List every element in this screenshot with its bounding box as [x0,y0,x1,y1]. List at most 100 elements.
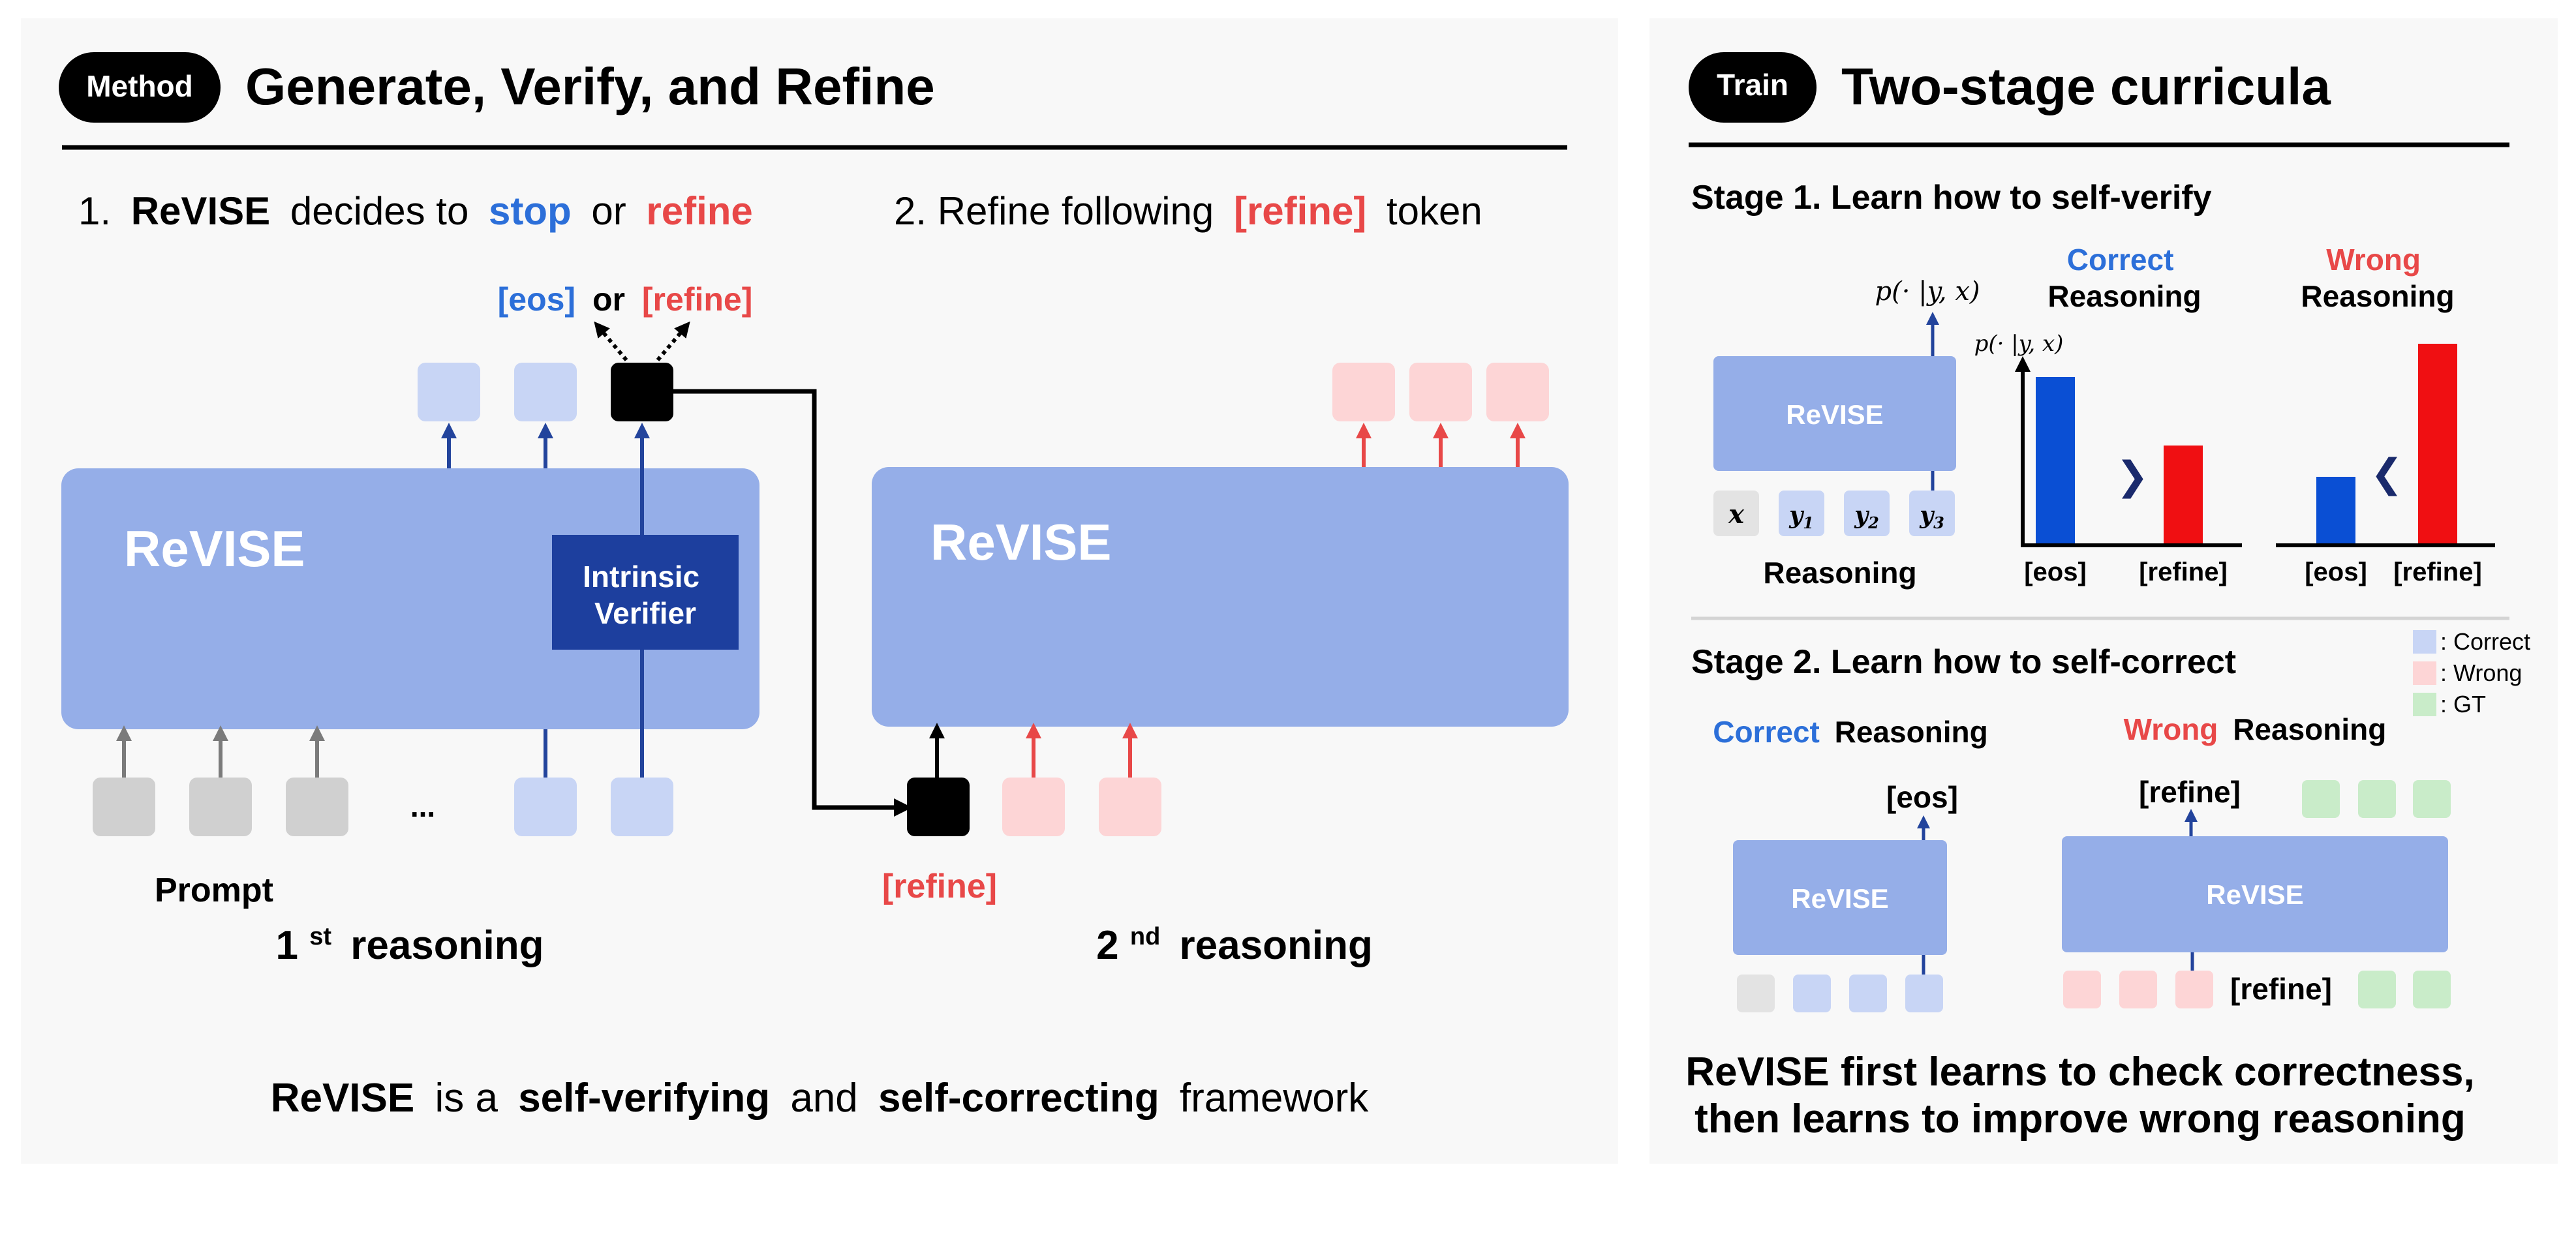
wrong-bar-refine [2418,344,2457,543]
stage2-gt-token-bottom-1 [2358,971,2396,1008]
stage2-wrong-token-3 [2175,971,2213,1008]
intrinsic-verifier-box [552,535,739,650]
wrong-tick-label-eos: [eos] [2305,558,2367,586]
stage2-wrong-token-2 [2119,971,2157,1008]
legend-swatch-2 [2413,693,2436,716]
first-reasoning-num: 1 [275,923,298,968]
stage2-correct-colored: Correct [1713,715,1820,749]
stage1-heading: Stage 1. Learn how to self-verify [1691,179,2212,217]
stage2-token-gray [1737,975,1775,1012]
refine-token-label: [refine] [882,868,997,905]
stage2-refine-mid-label: [refine] [2230,972,2332,1006]
stage1-bars: [eos][refine][eos][refine] [2024,344,2482,586]
reasoning-token-1 [514,778,577,836]
wrong-comparison-glyph: ❮ [2370,451,2403,496]
legend-swatch-0 [2413,630,2436,654]
stage2-wrong-title: Wrong Reasoning [2124,712,2387,746]
second-reasoning-num: 2 [1096,923,1118,968]
stage2-refine-top-label: [refine] [2139,775,2241,809]
decision-token [611,363,673,421]
stage1-token-y1 [1779,491,1824,536]
caption-framework: framework [1180,1076,1369,1121]
correct-chart-title-colored: Correct [2067,243,2174,277]
second-reasoning-sup: nd [1130,923,1160,950]
correct-chart-title-rest: Reasoning [2047,279,2201,313]
stage1-revise-box [1713,356,1956,471]
verifier-line1: Intrinsic [583,560,699,594]
train-caption-line1: ReVISE first learns to check correctness… [1685,1050,2475,1095]
ellipsis: ... [410,789,435,823]
method-badge [59,52,221,123]
method-badge-label: Method [86,69,193,103]
stage1-token-y2 [1844,491,1890,536]
revise-model-label-1: ReVISE [124,520,305,577]
second-reasoning-token-2 [1099,778,1161,836]
refine-output-token-2 [1409,363,1472,421]
choice-or: or [592,281,625,318]
step1-number: 1. [78,189,111,233]
chart-ylabel: p(· |y, x) [1974,331,2064,357]
stage2-correct-rest: Reasoning [1835,715,1988,749]
eos-or-refine-label: [eos] or [refine] [498,281,753,318]
refine-output-token-3 [1486,363,1549,421]
choice-refine: [refine] [642,281,752,318]
step2-heading: 2. Refine following [refine] token [894,189,1482,233]
second-reasoning-word: reasoning [1180,923,1373,968]
refine-output-token-1 [1332,363,1395,421]
caption-is-a: is a [435,1076,498,1121]
intrinsic-verifier-label: Intrinsic Verifier [583,560,708,630]
revise-model-label-2: ReVISE [930,513,1111,571]
train-title: Two-stage curricula [1841,57,2331,115]
stage2-heading: Stage 2. Learn how to self-correct [1691,643,2236,681]
output-token-2 [514,363,577,421]
stage1-token-y1-label: y1 [1788,502,1814,532]
reasoning-token-2 [611,778,673,836]
stage2-token-blue-2 [1849,975,1887,1012]
refine-input-token [907,778,970,836]
step1-refine: refine [646,189,752,233]
step1-model: ReVISE [131,189,270,233]
stage2-correct-title: Correct Reasoning [1713,715,1988,749]
first-reasoning-label: 1 st reasoning [275,909,544,968]
prompt-token-3 [286,778,348,836]
stage1-token-y3-label: y3 [1919,502,1944,532]
stage2-gt-token-top-1 [2302,780,2340,818]
caption-model: ReVISE [271,1076,415,1121]
stage2-wrong-rest: Reasoning [2233,712,2386,746]
legend-label-1: : Wrong [2440,659,2522,686]
step1-heading: 1. ReVISE decides to stop or refine [78,189,753,233]
second-reasoning-label: 2 nd reasoning [1096,909,1373,968]
stage2-revise-label-wide: ReVISE [2206,879,2303,910]
first-reasoning-sup: st [309,923,331,950]
correct-bar-eos [2036,377,2075,543]
correct-bar-refine [2164,446,2203,543]
wrong-bar-eos [2316,477,2355,543]
stage2-revise-box-wide [2062,836,2448,952]
revise-model-box-1 [61,468,759,729]
wrong-chart-title-colored: Wrong [2326,243,2421,277]
step2-refine-token: [refine] [1234,189,1366,233]
stage1-token-x [1713,491,1759,536]
first-reasoning-word: reasoning [350,923,544,968]
wrong-chart-title-rest: Reasoning [2301,279,2454,313]
connector-arrow [673,389,912,817]
legend-label-2: : GT [2440,691,2486,718]
step2-text: 2. Refine following [894,189,1214,233]
step1-or: or [591,189,626,233]
correct-tick-label-eos: [eos] [2024,558,2087,586]
prompt-token-2 [189,778,252,836]
correct-chart-axes [2015,356,2242,547]
stage1-revise-label: ReVISE [1786,399,1883,430]
second-reasoning-token-1 [1002,778,1065,836]
step2-text-end: token [1387,189,1482,233]
prompt-label: Prompt [155,871,273,909]
legend-label-0: : Correct [2440,628,2530,655]
stage1-token-y2-label: y2 [1854,502,1879,532]
choice-eos: [eos] [498,281,575,318]
verifier-line2: Verifier [594,596,696,630]
stage2-revise-label-small: ReVISE [1791,883,1888,914]
correct-tick-label-refine: [refine] [2139,558,2228,586]
step1-stop: stop [489,189,572,233]
train-caption-line2: then learns to improve wrong reasoning [1694,1096,2466,1142]
